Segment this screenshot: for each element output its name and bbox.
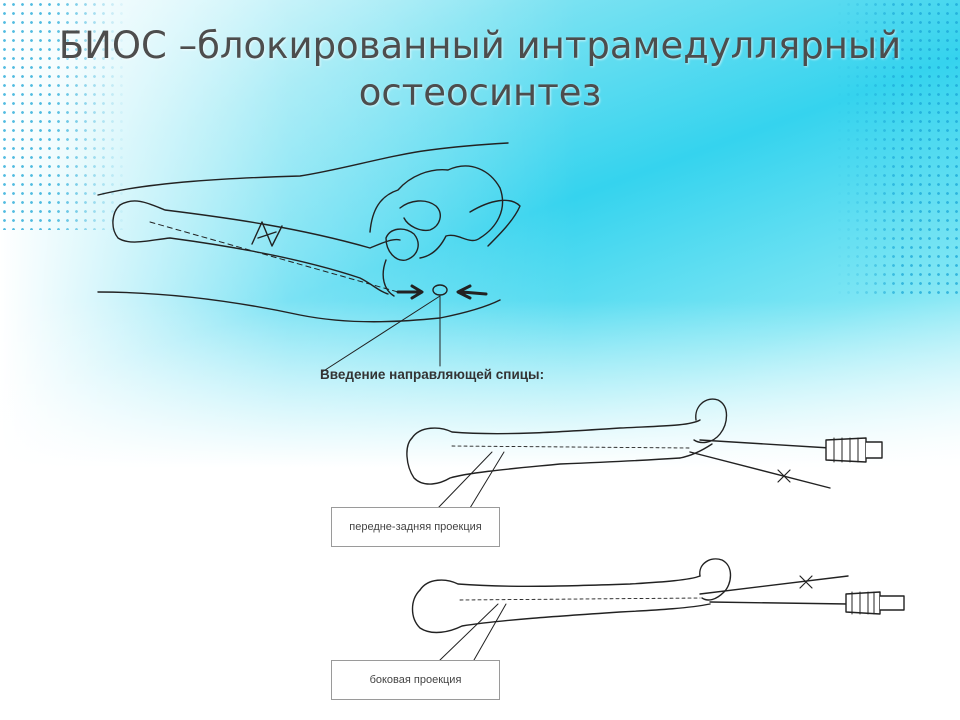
ap-leader-1 [437,451,493,509]
ap-leader-2 [469,451,505,509]
ap-wire-x [777,469,791,483]
label-lateral-projection: боковая проекция [331,660,500,700]
arrow-left [396,284,424,300]
decor-dot-grid-left [0,0,130,230]
leader-line-1 [321,295,441,373]
decor-dot-grid-right [835,0,960,300]
leg-outline-top [97,142,509,196]
leg-diagram [97,142,521,373]
femur-shaft-upper [119,200,401,249]
ap-projection-diagram [406,398,883,509]
lat-guide-wire [699,575,849,595]
pelvis-inner [399,200,441,232]
lat-femur-top [419,575,701,591]
hip-soft-tissue [469,199,521,247]
entry-point [432,284,448,296]
slide-title: БИОС –блокированный интрамедуллярный ост… [40,22,920,116]
title-line-2: остеосинтез [358,71,602,114]
figure-caption: Введение направляющей спицы: [320,367,545,382]
title-line-1: БИОС –блокированный интрамедуллярный [58,24,902,67]
femoral-head [385,228,419,261]
arrow-right [456,284,488,300]
hip-joint-detail [382,259,395,297]
ap-drill [825,437,883,463]
ap-second-wire [689,451,831,489]
ap-femur-top [411,419,701,439]
lat-wire-x [799,575,813,589]
ap-canal-line [451,445,691,449]
lat-leader-1 [439,603,499,661]
pelvis-outline [369,165,504,259]
medullary-wire [149,221,399,293]
ap-guide-wire [699,439,831,449]
ap-femur-head [693,398,728,444]
lat-second-wire [709,601,849,605]
lateral-projection-diagram [411,558,905,661]
lat-leader-2 [473,603,507,661]
lat-canal-line [459,597,701,601]
femur-shaft [112,204,389,295]
label-ap-projection: передне-задняя проекция [331,507,500,547]
lat-drill [845,591,905,615]
ap-femur-condyle [406,437,681,485]
lat-femur-condyle [411,589,711,634]
lat-femur-head [699,558,732,601]
fracture-mark [251,221,283,247]
leg-outline-bottom [97,291,501,323]
